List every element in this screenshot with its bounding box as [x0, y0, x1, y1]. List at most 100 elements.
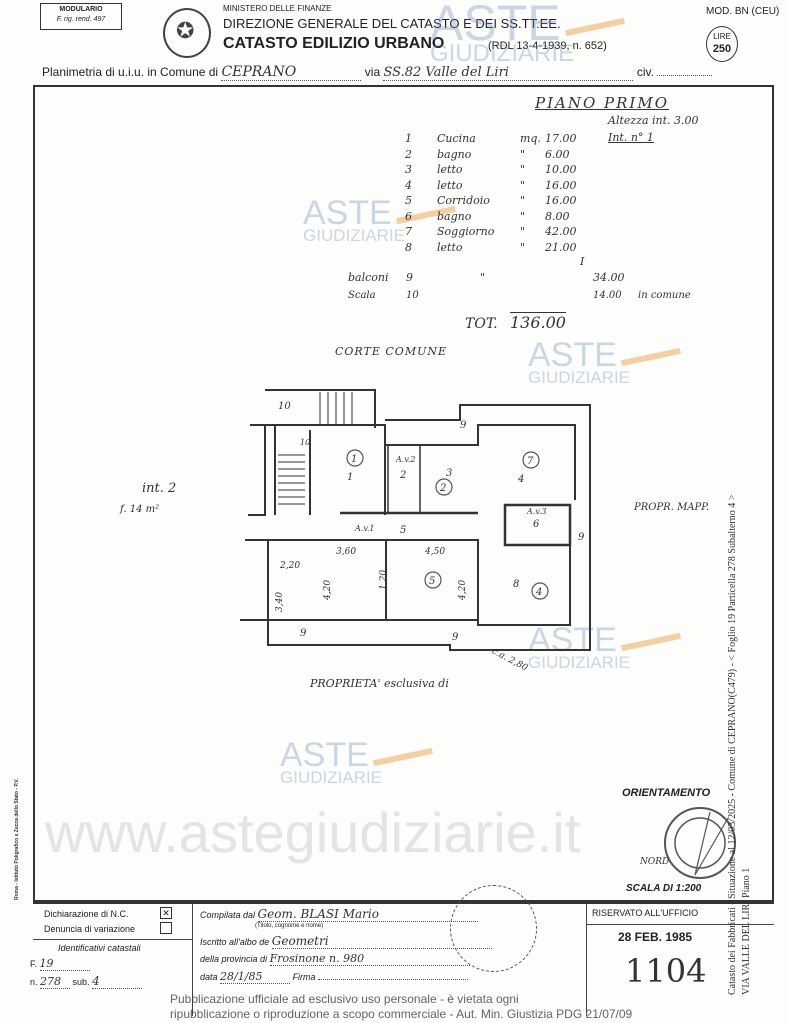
- comune-value: CEPRANO: [221, 64, 362, 81]
- law-reference: (RDL 13-4-1939, n. 652): [488, 40, 607, 52]
- circle-label-3: 2: [439, 483, 446, 494]
- room-unit: ": [520, 163, 526, 176]
- form-divider: [33, 939, 192, 940]
- modulario-code: F. rig. rend. 497: [56, 16, 106, 23]
- modulario-box: MODULARIO F. rig. rend. 497: [40, 3, 122, 30]
- room-num-5: 5: [400, 525, 406, 536]
- orientation-label: ORIENTAMENTO: [622, 787, 711, 799]
- room-area: 17.00: [545, 132, 577, 145]
- balcony-label-9d: 9: [300, 628, 307, 639]
- lire-stamp: LIRE 250: [706, 26, 738, 62]
- scala-area: 14.00: [593, 290, 622, 301]
- balcony-label-9c: 9: [452, 632, 459, 643]
- denuncia-checkbox[interactable]: [160, 922, 172, 934]
- direction-label: DIREZIONE GENERALE DEL CATASTO E DEI SS.…: [223, 16, 561, 31]
- provincia-label: della provincia di: [200, 954, 268, 964]
- dim-3-40: 3,40: [275, 592, 285, 612]
- albo-row: Iscritto all'albo de Geometri: [200, 934, 492, 949]
- room-n: 3: [405, 163, 412, 176]
- room-n: 5: [405, 194, 412, 207]
- room-name: Cucina: [437, 132, 476, 145]
- north-label: NORD: [640, 857, 670, 867]
- balconi-number: 9: [406, 271, 413, 284]
- room-unit: ": [520, 194, 526, 207]
- civ-value: [657, 75, 713, 76]
- stamp-date: 28 FEB. 1985: [618, 930, 693, 944]
- room-name: letto: [437, 178, 463, 192]
- circle-label-1: 1: [351, 454, 357, 465]
- modulario-label: MODULARIO: [59, 6, 103, 13]
- stair-label-10: 10: [278, 401, 291, 412]
- room-n: 2: [405, 147, 412, 161]
- total-row: TOT. 136.00: [465, 312, 566, 332]
- room-row: 4 letto " 16.00: [405, 179, 605, 195]
- form-divider: [586, 904, 587, 1016]
- int2-sub-label: f. 14 m²: [120, 504, 160, 515]
- room-av3: A.v.3: [526, 507, 547, 516]
- room-num-4: 4: [517, 474, 524, 485]
- room-unit: mq.: [520, 132, 541, 145]
- num-value: 278: [40, 975, 71, 989]
- room-unit: ": [520, 209, 526, 223]
- total-label: TOT.: [465, 316, 498, 332]
- sub-value: 4: [92, 974, 143, 989]
- room-area: 8.00: [545, 209, 570, 223]
- north-compass-icon: [664, 807, 736, 879]
- balconi-row: balconi 9 " 34.00: [348, 271, 625, 284]
- identificativi-label: Identificativi catastali: [58, 943, 141, 953]
- room-unit: ": [520, 178, 526, 192]
- balcony-label-9b: 9: [578, 532, 585, 543]
- via-value: SS.82 Valle del Liri: [383, 65, 634, 81]
- corte-comune-label: CORTE COMUNE: [335, 345, 448, 358]
- denuncia-label: Denuncia di variazione: [44, 924, 136, 934]
- room-n: 7: [405, 225, 412, 238]
- civ-label: civ.: [636, 65, 654, 79]
- stair-label-10b: 10: [300, 438, 310, 447]
- room-num-3: 3: [446, 468, 452, 479]
- proprieta-label: PROPRIETA' esclusiva di: [310, 677, 449, 690]
- form-section: [33, 902, 774, 1016]
- provincia-row: della provincia di Frosinone n. 980: [200, 952, 470, 966]
- balconi-unit: ": [480, 271, 486, 284]
- int2-label: int. 2: [142, 481, 177, 496]
- room-circles: [346, 449, 549, 600]
- watermark-brand: ASTE: [528, 336, 617, 374]
- watermark-brand-sub: GIUDIZIARIE: [303, 226, 406, 245]
- foglio-label: F.: [30, 959, 38, 969]
- office-number: 1104: [625, 952, 707, 990]
- lire-value: 250: [712, 43, 732, 55]
- scale-label: SCALA DI 1:200: [626, 883, 702, 894]
- room-name: letto: [437, 240, 463, 254]
- num-label: n.: [30, 977, 38, 987]
- firma-value: [318, 979, 469, 980]
- watermark-brand-sub: GIUDIZIARIE: [528, 653, 631, 672]
- room-n: 1: [405, 132, 412, 145]
- watermark-brand: ASTE: [528, 621, 617, 659]
- dichiarazione-checkbox[interactable]: ✕: [160, 907, 172, 919]
- room-row: 1 Cucina mq. 17.00: [405, 132, 605, 148]
- room-unit: ": [520, 147, 526, 161]
- firma-label: Firma: [292, 972, 316, 982]
- ministry-label: MINISTERO DELLE FINANZE: [223, 4, 332, 13]
- room-area: 21.00: [545, 240, 577, 254]
- riservato-label: RISERVATO ALL'UFFICIO: [592, 908, 699, 918]
- watermark-brand: ASTE: [430, 0, 561, 51]
- compilata-value: Geom. BLASI Mario: [257, 907, 478, 922]
- room-area: 16.00: [545, 178, 577, 192]
- height-label: Altezza int. 3.00: [608, 114, 699, 127]
- watermark-brand: ASTE: [280, 736, 369, 774]
- via-label: via: [364, 65, 381, 79]
- dichiarazione-label: Dichiarazione di N.C.: [44, 909, 129, 919]
- room-num-2: 2: [399, 470, 406, 481]
- room-n: 4: [405, 178, 412, 192]
- balconi-label: balconi: [348, 271, 389, 284]
- address-line: Planimetria di u.i.u. in Comune di CEPRA…: [42, 64, 713, 81]
- data-label: data: [200, 972, 218, 982]
- data-value: 28/1/85: [220, 970, 291, 984]
- plan-labels: 1 2 7 5 4 1 A.v.2 2 3 4 A.v.3 6 A.v.1 5 …: [275, 401, 585, 643]
